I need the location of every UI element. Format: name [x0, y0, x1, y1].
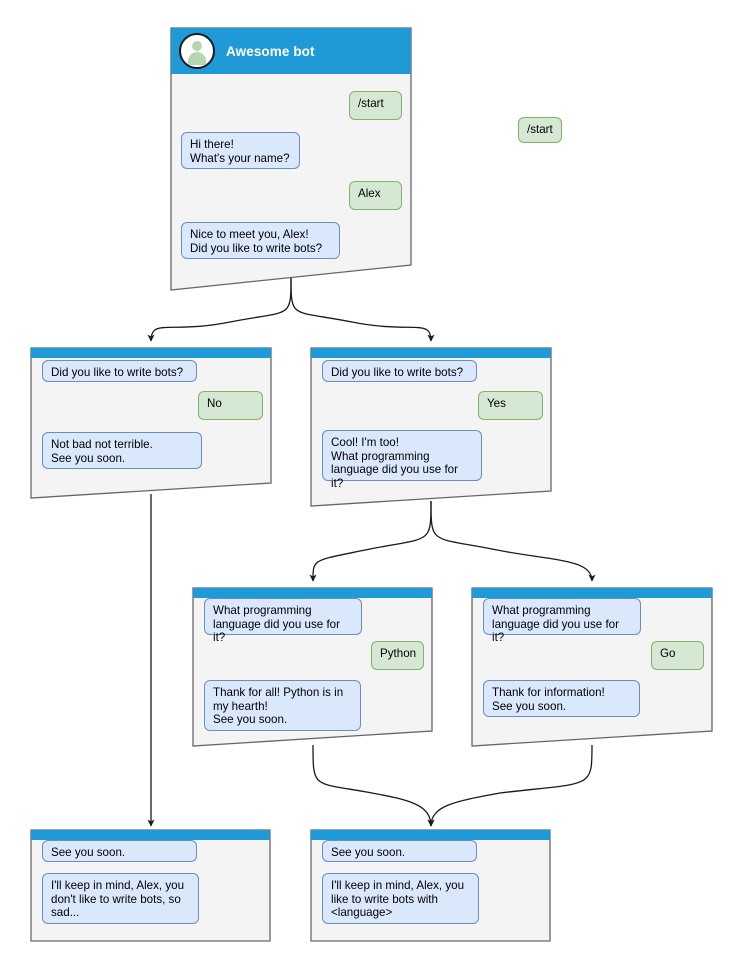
- bubble-yes-reply: Cool! I'm too! What programming language…: [322, 430, 482, 490]
- bubble-end-sad-note: I'll keep in mind, Alex, you don't like …: [42, 873, 199, 924]
- bubble-go-question: What programming language did you use fo…: [483, 598, 641, 644]
- bubble-go-reply: Thank for information! See you soon.: [483, 680, 640, 717]
- edge-yes-to-go: [430, 500, 596, 582]
- card-language-python-header: [193, 588, 432, 598]
- edge-yes-to-python: [309, 500, 432, 582]
- bubble-start-alex: Alex: [349, 181, 402, 210]
- card-answer-yes-header: [311, 348, 551, 358]
- bubble-end-happy-seeyou: See you soon.: [322, 840, 477, 862]
- bubble-python-question: What programming language did you use fo…: [204, 598, 362, 644]
- bot-title: Awesome bot: [226, 43, 315, 59]
- bubble-python-reply: Thank for all! Python is in my hearth! S…: [204, 680, 361, 731]
- bubble-end-sad-seeyou: See you soon.: [42, 840, 197, 862]
- msg-user-start: /start: [518, 117, 562, 143]
- bubble-python-answer: Python: [371, 641, 424, 670]
- edge-python-to-end-happy: [312, 744, 435, 827]
- card-language-go-header: [472, 588, 712, 598]
- bubble-no-answer: No: [198, 391, 263, 420]
- bubble-start-nice: Nice to meet you, Alex! Did you like to …: [181, 222, 340, 259]
- bubble-end-happy-note: I'll keep in mind, Alex, you like to wri…: [322, 873, 479, 924]
- bubble-yes-answer: Yes: [478, 391, 543, 420]
- card-start-header: Awesome bot: [171, 28, 411, 74]
- card-answer-no-header: [31, 348, 271, 358]
- bubble-no-reply: Not bad not terrible. See you soon.: [42, 432, 202, 469]
- bubble-start-slash-start: /start: [349, 91, 402, 120]
- card-end-happy-header: [311, 830, 550, 840]
- bubble-start-hi: Hi there! What's your name?: [181, 132, 300, 169]
- card-end-sad-header: [31, 830, 270, 840]
- person-avatar-icon: [179, 33, 215, 69]
- bubble-no-question: Did you like to write bots?: [42, 360, 197, 382]
- bubble-go-answer: Go: [651, 641, 704, 670]
- bubble-yes-question: Did you like to write bots?: [322, 360, 477, 382]
- edge-go-to-end-happy: [427, 744, 593, 827]
